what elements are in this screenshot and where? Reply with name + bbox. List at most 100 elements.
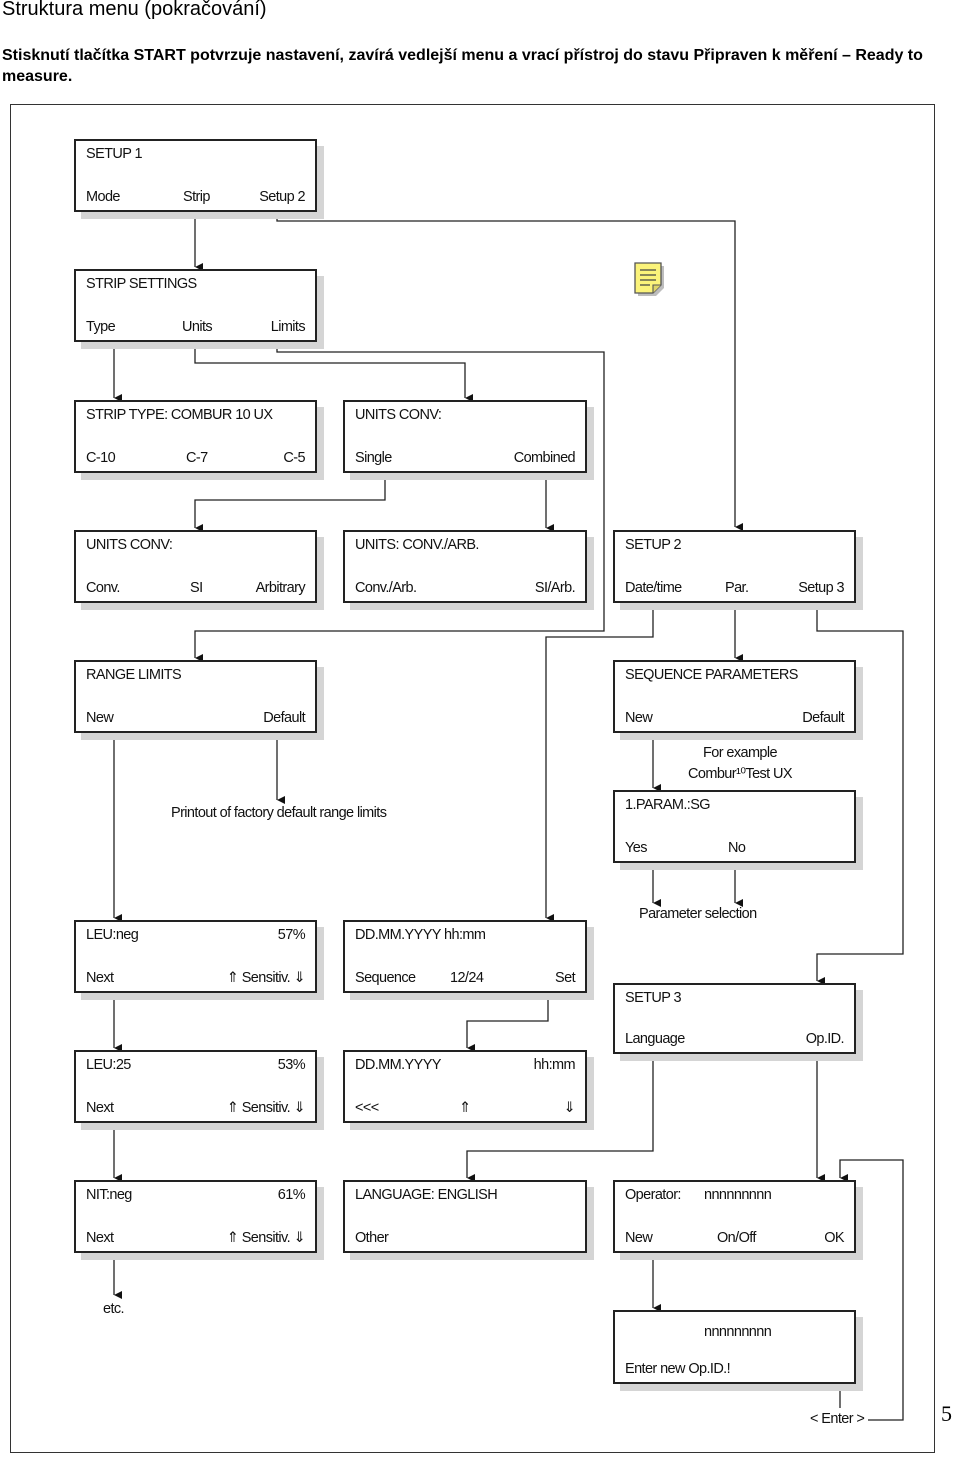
option-default: Default: [263, 710, 305, 726]
box-value: 61%: [277, 1187, 306, 1203]
menu-box-units-conv-top: UNITS CONV: Single Combined: [343, 400, 587, 473]
menu-box-leu-25: LEU:25 53% Next ⇑ Sensitiv. ⇓: [74, 1050, 317, 1123]
menu-box-param1: 1.PARAM.:SG Yes No: [613, 790, 856, 863]
menu-box-setup3: SETUP 3 Language Op.ID.: [613, 983, 856, 1054]
note-icon: [634, 262, 664, 296]
option-set: Set: [555, 970, 576, 986]
box-title: NIT:neg: [86, 1187, 132, 1203]
connector-setup3: [816, 602, 904, 985]
option-down: ⇓: [563, 1100, 575, 1116]
option-next: Next: [86, 1100, 114, 1116]
option-si: SI: [190, 580, 203, 596]
menu-box-datetime-edit: DD.MM.YYYY hh:mm <<< ⇑ ⇓: [343, 1050, 587, 1123]
option-new: New: [625, 1230, 653, 1246]
option-yes: Yes: [625, 840, 647, 856]
connector-datetime: [545, 602, 654, 922]
option-sensitivity: ⇑ Sensitiv. ⇓: [226, 970, 306, 986]
box-title: DD.MM.YYYY hh:mm: [355, 927, 486, 943]
diagram-frame: [10, 104, 935, 1453]
note-etc: etc.: [103, 1301, 125, 1317]
option-limits: Limits: [270, 319, 306, 335]
box-title: UNITS CONV:: [86, 537, 173, 553]
option-ok: OK: [824, 1230, 844, 1246]
option-strip: Strip: [183, 189, 210, 205]
option-sequence: Sequence: [355, 970, 416, 986]
option-units: Units: [182, 319, 213, 335]
box-value: hh:mm: [533, 1057, 576, 1073]
menu-box-operator: Operator: nnnnnnnnn New On/Off OK: [613, 1180, 856, 1253]
option-other: Other: [355, 1230, 389, 1246]
box-title: STRIP SETTINGS: [86, 276, 197, 292]
option-date-time: Date/time: [625, 580, 682, 596]
option-conv-arb: Conv./Arb.: [355, 580, 417, 596]
option-up: ⇑: [459, 1100, 471, 1116]
box-title: nnnnnnnnn: [704, 1324, 772, 1340]
menu-box-setup2: SETUP 2 Date/time Par. Setup 3: [613, 530, 856, 603]
box-title: SETUP 1: [86, 146, 143, 162]
option-conv: Conv.: [86, 580, 120, 596]
menu-box-units-conv-arb: UNITS: CONV./ARB. Conv./Arb. SI/Arb.: [343, 530, 587, 603]
option-setup3: Setup 3: [798, 580, 844, 596]
option-12-24: 12/24: [450, 970, 484, 986]
menu-box-setup1: SETUP 1 Mode Strip Setup 2: [74, 139, 317, 212]
box-title: UNITS: CONV./ARB.: [355, 537, 479, 553]
option-language: Language: [625, 1031, 685, 1047]
page-number: 5: [941, 1401, 952, 1426]
note-combur-test: Combur¹⁰Test UX: [688, 766, 793, 782]
menu-box-sequence-parameters: SEQUENCE PARAMETERS New Default: [613, 660, 856, 733]
box-title: 1.PARAM.:SG: [625, 797, 711, 813]
option-back: <<<: [355, 1100, 379, 1116]
option-mode: Mode: [86, 189, 120, 205]
menu-box-strip-settings: STRIP SETTINGS Type Units Limits: [74, 269, 317, 342]
box-title: LEU:25: [86, 1057, 131, 1073]
note-factory-default: Printout of factory default range limits: [171, 805, 387, 821]
connector-units: [194, 342, 473, 402]
box-title: SEQUENCE PARAMETERS: [625, 667, 798, 683]
connector-language: [466, 1054, 654, 1182]
box-title: LANGUAGE: ENGLISH: [355, 1187, 498, 1203]
connector-single: [194, 473, 386, 532]
option-default: Default: [802, 710, 844, 726]
box-title: RANGE LIMITS: [86, 667, 182, 683]
menu-box-units-conv: UNITS CONV: Conv. SI Arbitrary: [74, 530, 317, 603]
option-setup2: Setup 2: [259, 189, 305, 205]
option-arbitrary: Arbitrary: [255, 580, 306, 596]
menu-box-range-limits: RANGE LIMITS New Default: [74, 660, 317, 733]
menu-box-strip-type: STRIP TYPE: COMBUR 10 UX C-10 C-7 C-5: [74, 400, 317, 473]
option-si-arb: SI/Arb.: [534, 580, 576, 596]
menu-box-new-op-id: nnnnnnnnn Enter new Op.ID.!: [613, 1310, 856, 1384]
connector-datetime-set: [466, 992, 549, 1052]
menu-box-datetime-sequence: DD.MM.YYYY hh:mm Sequence 12/24 Set: [343, 920, 587, 993]
note-parameter-selection: Parameter selection: [639, 906, 757, 922]
option-sensitivity: ⇑ Sensitiv. ⇓: [226, 1100, 306, 1116]
connector-enter-loop: [839, 1159, 904, 1421]
box-title: UNITS CONV:: [355, 407, 442, 423]
option-combined: Combined: [513, 450, 576, 466]
connector-setup2: [276, 212, 743, 531]
page-subtitle: Stisknutí tlačítka START potvrzuje nasta…: [2, 47, 923, 85]
option-c5: C-5: [283, 450, 305, 466]
box-title: LEU:neg: [86, 927, 139, 943]
box-title: Operator:: [625, 1187, 681, 1203]
option-on-off: On/Off: [717, 1230, 756, 1246]
option-next: Next: [86, 970, 114, 986]
menu-box-language: LANGUAGE: ENGLISH Other: [343, 1180, 587, 1253]
menu-box-nit-neg: NIT:neg 61% Next ⇑ Sensitiv. ⇓: [74, 1180, 317, 1253]
option-single: Single: [355, 450, 392, 466]
option-no: No: [728, 840, 746, 856]
page-title: Struktura menu (pokračování): [2, 0, 267, 20]
box-title: SETUP 3: [625, 990, 682, 1006]
option-next: Next: [86, 1230, 114, 1246]
note-enter: < Enter >: [810, 1411, 865, 1427]
box-value: 57%: [277, 927, 306, 943]
note-for-example: For example: [703, 745, 778, 761]
box-value: 53%: [277, 1057, 306, 1073]
option-par: Par.: [725, 580, 749, 596]
option-sensitivity: ⇑ Sensitiv. ⇓: [226, 1230, 306, 1246]
option-type: Type: [86, 319, 116, 335]
option-c7: C-7: [186, 450, 208, 466]
option-enter-new-op-id: Enter new Op.ID.!: [625, 1361, 731, 1377]
menu-box-leu-neg: LEU:neg 57% Next ⇑ Sensitiv. ⇓: [74, 920, 317, 993]
box-title: DD.MM.YYYY: [355, 1057, 441, 1073]
